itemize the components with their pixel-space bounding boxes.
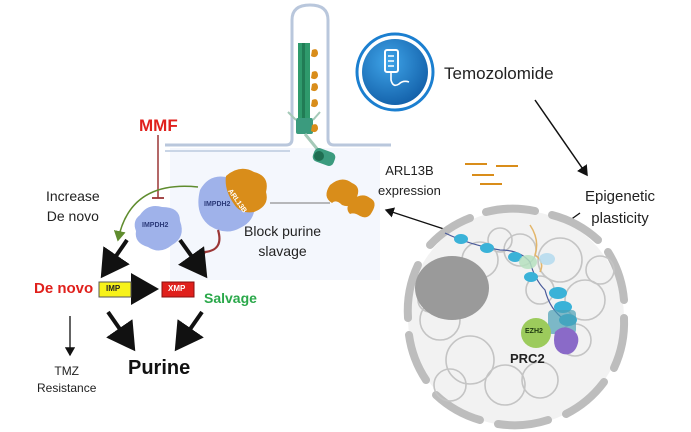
xmp-label: XMP bbox=[168, 284, 186, 293]
arrow-to-de-novo bbox=[100, 238, 130, 279]
ezh2-protein bbox=[521, 318, 551, 348]
impdh2-bound-label: IMPDH2 bbox=[204, 201, 231, 208]
ezh2-label: EZH2 bbox=[525, 328, 543, 335]
prc2-subunit bbox=[554, 327, 579, 355]
increase-de-novo-arrow bbox=[113, 185, 199, 242]
impdh2-protein bbox=[134, 206, 182, 251]
epigenetic-plasticity-label: Epigenetic plasticity bbox=[585, 186, 655, 230]
impdh2-free-label: IMPDH2 bbox=[142, 222, 169, 229]
basal-body bbox=[303, 133, 336, 166]
tmz-line2: Resistance bbox=[37, 381, 97, 395]
impdh2-arl13b-complex bbox=[198, 168, 267, 232]
arl13b-expression-label: ARL13B expression bbox=[378, 161, 441, 201]
epigenetic-line1: Epigenetic bbox=[585, 188, 656, 205]
epigenetic-line2: plasticity bbox=[591, 210, 649, 227]
temozolomide-to-epigenetic-arrow bbox=[534, 99, 588, 177]
nucleolus bbox=[415, 256, 489, 320]
de-novo-label: De novo bbox=[34, 280, 94, 297]
block-purine-line2: slavage bbox=[258, 243, 307, 259]
salvage-to-purine-arrow bbox=[174, 310, 204, 352]
temozolomide-label: Temozolomide bbox=[444, 64, 554, 83]
arl13b-protein bbox=[326, 179, 359, 207]
arl13b-expression-line2: expression bbox=[378, 183, 441, 198]
xmp-box bbox=[161, 281, 195, 298]
imp-label: IMP bbox=[106, 284, 121, 293]
arrow-to-salvage bbox=[178, 238, 208, 279]
mrna-strands bbox=[465, 163, 518, 185]
imp-box bbox=[98, 281, 132, 298]
purine-label: Purine bbox=[128, 357, 191, 379]
tmz-line1: TMZ bbox=[54, 364, 80, 378]
increase-de-novo-line1: Increase bbox=[46, 188, 100, 204]
cilium-axoneme bbox=[287, 43, 321, 134]
temozolomide-drug-icon bbox=[355, 32, 435, 112]
block-purine-line1: Block purine bbox=[244, 223, 322, 239]
arl13b-expression-line1: ARL13B bbox=[385, 163, 434, 178]
prc2-core bbox=[548, 310, 576, 334]
salvage-label: Salvage bbox=[204, 290, 257, 306]
increase-de-novo-label: Increase De novo bbox=[46, 186, 100, 226]
increase-de-novo-line2: De novo bbox=[46, 208, 99, 224]
prc2-label: PRC2 bbox=[510, 351, 545, 366]
block-purine-salvage-label: Block purine slavage bbox=[244, 221, 321, 261]
de-novo-to-purine-arrow bbox=[106, 310, 136, 352]
nucleus-to-arl13b-arrow bbox=[384, 207, 451, 232]
nucleus bbox=[403, 204, 629, 430]
arl13b-protein bbox=[347, 195, 375, 218]
tmz-resistance-label: TMZ Resistance bbox=[37, 363, 96, 397]
mmf-label: MMF bbox=[139, 116, 178, 135]
